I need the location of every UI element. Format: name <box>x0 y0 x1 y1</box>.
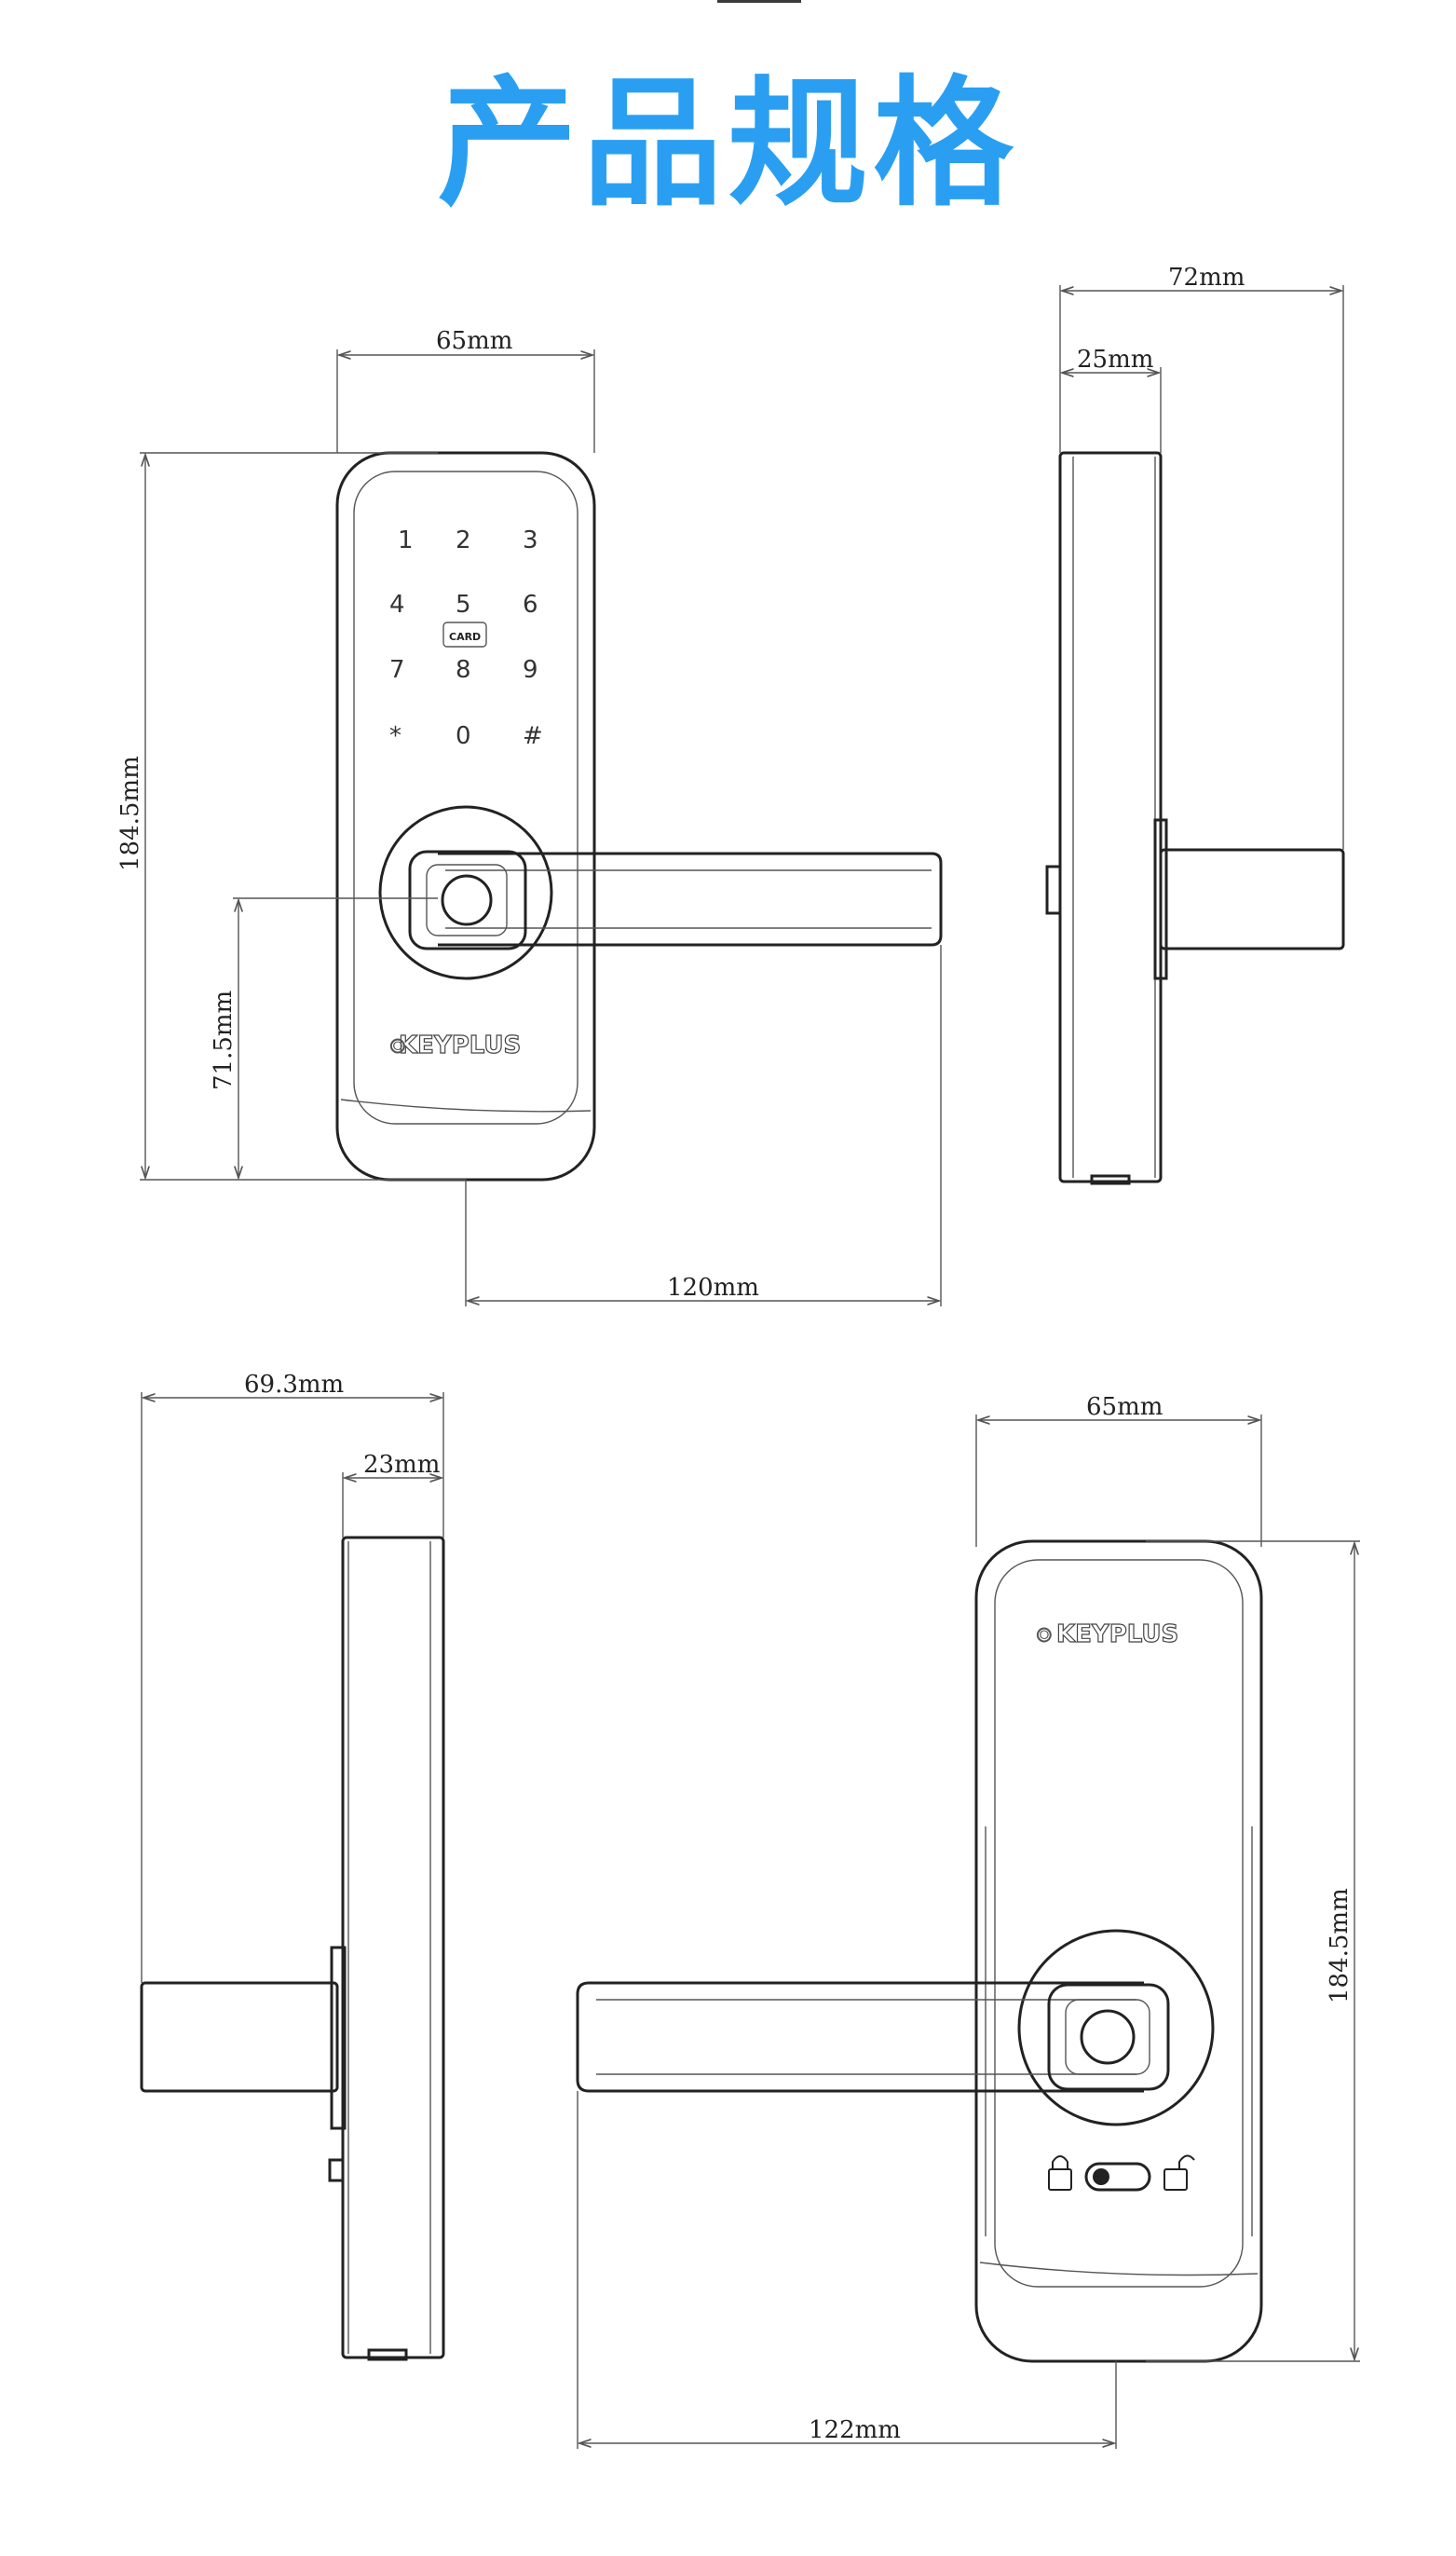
key-hash: # <box>523 722 543 750</box>
dim-back-width-label: 65mm <box>1086 1393 1163 1421</box>
back-handle-chamfer <box>596 1999 1136 2075</box>
back-rosette <box>1017 1929 1215 2126</box>
fingerprint-sensor-inner <box>426 864 508 936</box>
lock-closed-icon <box>1048 2155 1072 2191</box>
fingerprint-sensor-icon <box>408 850 527 950</box>
dim-handle-height-label: 71.5mm <box>210 991 238 1090</box>
back-brand-logo: KEYPLUS <box>1056 1620 1178 1648</box>
key-8: 8 <box>456 656 471 684</box>
key-4: 4 <box>389 591 405 619</box>
key-1: 1 <box>398 526 414 554</box>
side-right-stub <box>1045 865 1062 915</box>
dim-side-left-body-label: 23mm <box>363 1451 440 1479</box>
dim-side-left-total-label: 69.3mm <box>244 1371 344 1399</box>
back-brand-mark: ⭗ <box>1036 1624 1052 1647</box>
front-body-outline <box>335 451 596 1182</box>
dim-back-handle-label: 122mm <box>809 2416 901 2444</box>
key-star: * <box>389 722 401 750</box>
front-handle <box>438 852 943 947</box>
front-handle-chamfer <box>445 869 932 929</box>
front-rosette <box>378 805 553 980</box>
side-left-body <box>341 1536 445 2359</box>
fingerprint-sensor-inner-back <box>1065 1999 1150 2075</box>
side-right-foot <box>1090 1174 1131 1185</box>
dim-front-width-label: 65mm <box>436 327 512 355</box>
front-bottom-cap <box>340 1099 592 1113</box>
top-divider <box>717 0 801 3</box>
front-brand-logo: KEYPLUS <box>399 1032 521 1059</box>
key-3: 3 <box>523 526 538 554</box>
side-left-rosette <box>330 1946 347 2130</box>
fingerprint-pad <box>441 874 493 926</box>
front-brand-mark: ⭗ <box>389 1035 405 1059</box>
dim-side-right-total-label: 72mm <box>1168 264 1245 292</box>
key-6: 6 <box>523 591 538 619</box>
toggle-switch-icon <box>1084 2162 1151 2192</box>
key-2: 2 <box>456 526 471 554</box>
key-7: 7 <box>389 656 405 684</box>
key-5: 5 <box>456 591 471 619</box>
back-bottom-cap <box>979 2262 1259 2276</box>
card-area <box>442 622 487 648</box>
side-view-right: 72mm 25mm <box>1045 264 1345 1185</box>
back-view: KEYPLUS ⭗ 65mm 184.5mm <box>576 1393 1360 2449</box>
back-handle <box>576 1981 1144 2093</box>
dim-side-right-body-label: 25mm <box>1077 346 1153 374</box>
back-body-outline <box>974 1539 1263 2363</box>
dim-front-height-label: 184.5mm <box>116 756 144 871</box>
key-9: 9 <box>523 656 538 684</box>
side-left-handle <box>140 1981 339 2093</box>
fingerprint-sensor-icon-back <box>1047 1983 1170 2091</box>
dim-handle-length-label: 120mm <box>667 1274 759 1302</box>
side-left-foot <box>367 2348 408 2361</box>
front-view: 1 2 3 4 5 6 7 8 9 * 0 # CARD KEYPLUS ⭗ <box>116 327 943 1306</box>
key-0: 0 <box>456 722 471 750</box>
dim-back-height-label: 184.5mm <box>1326 1888 1354 2003</box>
side-view-left: 69.3mm 23mm <box>140 1371 445 2361</box>
side-left-stub <box>328 2158 345 2182</box>
fingerprint-pad-back <box>1080 2009 1136 2065</box>
keypad: 1 2 3 4 5 6 7 8 9 * 0 # CARD <box>389 526 543 750</box>
lock-open-icon <box>1163 2154 1195 2191</box>
front-body-inner <box>353 471 578 1125</box>
side-right-body <box>1058 451 1163 1183</box>
side-right-handle <box>1159 848 1345 950</box>
card-label: CARD <box>449 631 481 643</box>
back-body-inner <box>994 1559 1244 2288</box>
side-right-rosette <box>1153 818 1168 980</box>
page-title: 产品规格 <box>437 63 1019 226</box>
